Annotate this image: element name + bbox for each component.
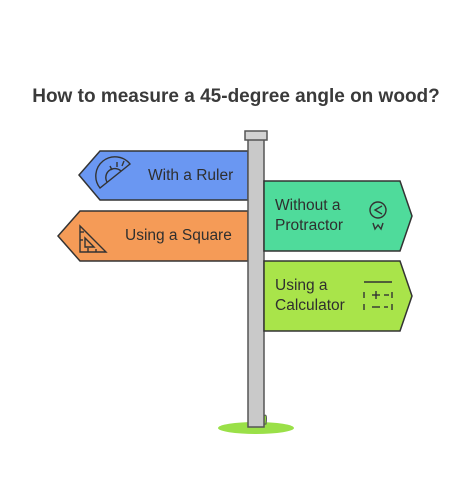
signpost-pole <box>247 138 265 428</box>
sign-label-using-a-calculator: Using a Calculator <box>275 276 345 316</box>
diagram-title: How to measure a 45-degree angle on wood… <box>32 86 440 107</box>
set-square-icon <box>79 224 108 253</box>
signpost-cap <box>244 130 268 141</box>
compass-icon <box>369 201 387 231</box>
sign-label-line: With a Ruler <box>148 167 234 184</box>
calculator-icon <box>363 281 393 310</box>
sign-label-line: Using a Square <box>125 227 232 244</box>
sign-label-line: Calculator <box>275 297 345 314</box>
ground-patch <box>218 422 294 434</box>
protractor-icon <box>95 156 131 189</box>
sign-label-without-a-protractor: Without a Protractor <box>275 196 343 236</box>
sign-label-line: Using a <box>275 277 328 294</box>
sign-label-using-a-square: Using a Square <box>125 226 232 246</box>
sign-using-a-calculator <box>263 260 413 332</box>
sign-label-line: Protractor <box>275 217 344 234</box>
sign-label-with-a-ruler: With a Ruler <box>148 166 233 186</box>
sign-label-line: Without a <box>275 197 341 214</box>
sign-without-a-protractor <box>263 180 413 252</box>
